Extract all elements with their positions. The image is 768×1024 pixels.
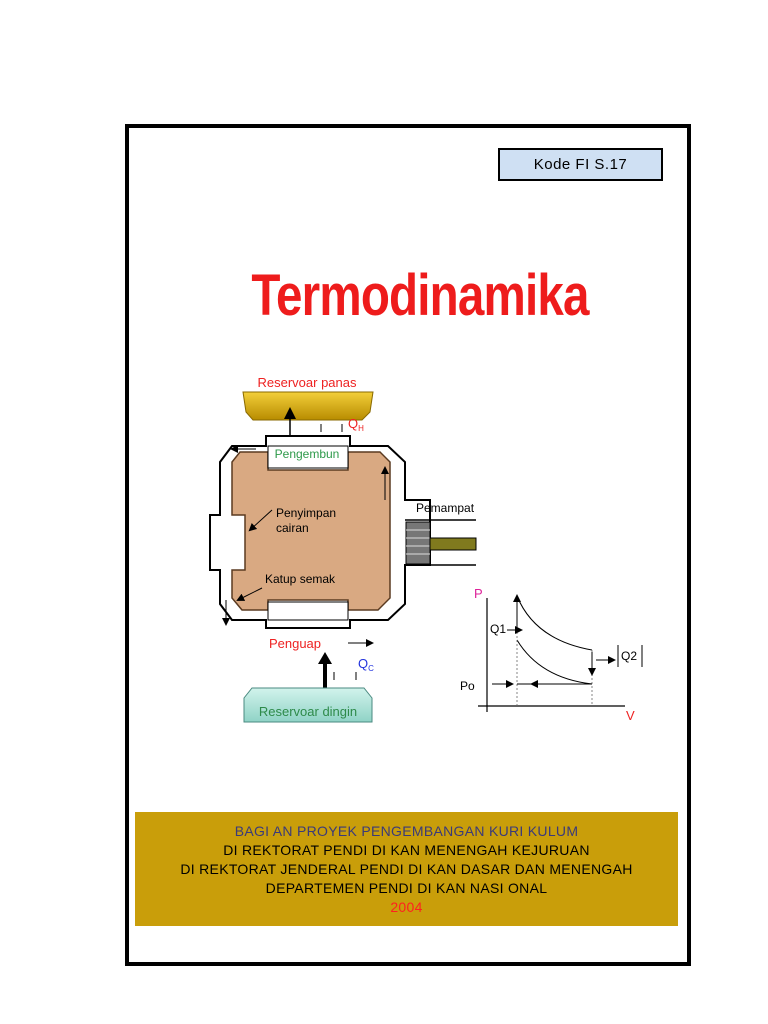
pv-q1-label: Q1 (490, 622, 506, 636)
hot-reservoir (242, 391, 374, 421)
footer-line-2: DI REKTORAT PENDI DI KAN MENENGAH KEJURU… (223, 841, 590, 858)
pv-curve-lower (516, 639, 593, 685)
pv-curve-upper (516, 595, 593, 651)
cold-reservoir-label: Reservoar dingin (259, 704, 357, 719)
code-box: Kode FI S.17 (498, 148, 663, 181)
hot-reservoir-label: Reservoar panas (258, 375, 357, 390)
cold-reservoir (243, 687, 373, 723)
footer-line-4: DEPARTEMEN PENDI DI KAN NASI ONAL (265, 879, 548, 896)
compressor-piston (405, 521, 431, 565)
storage-label-2: cairan (276, 521, 309, 535)
footer-year: 2004 (390, 898, 423, 915)
valve-label: Katup semak (265, 572, 336, 586)
pv-v-label: V (626, 708, 635, 723)
pv-p-label: P (474, 586, 483, 601)
compressor-label: Pemampat (416, 501, 475, 515)
qh-label: QH (348, 416, 364, 433)
pv-po-label: Po (460, 679, 475, 693)
evaporator-label: Penguap (269, 636, 321, 651)
pv-q2-label: Q2 (621, 649, 637, 663)
code-label: Kode FI S.17 (533, 156, 628, 173)
footer-line-1: BAGI AN PROYEK PENGEMBANGAN KURI KULUM (234, 822, 579, 839)
compressor-rod (429, 537, 477, 551)
storage-label-1: Penyimpan (276, 506, 336, 520)
footer-line-3: DI REKTORAT JENDERAL PENDI DI KAN DASAR … (180, 860, 633, 877)
page-title: Termodinamika (251, 263, 589, 328)
condenser-label: Pengembun (275, 447, 340, 461)
footer-banner: BAGI AN PROYEK PENGEMBANGAN KURI KULUM D… (135, 812, 678, 926)
qc-label: QC (358, 656, 374, 673)
